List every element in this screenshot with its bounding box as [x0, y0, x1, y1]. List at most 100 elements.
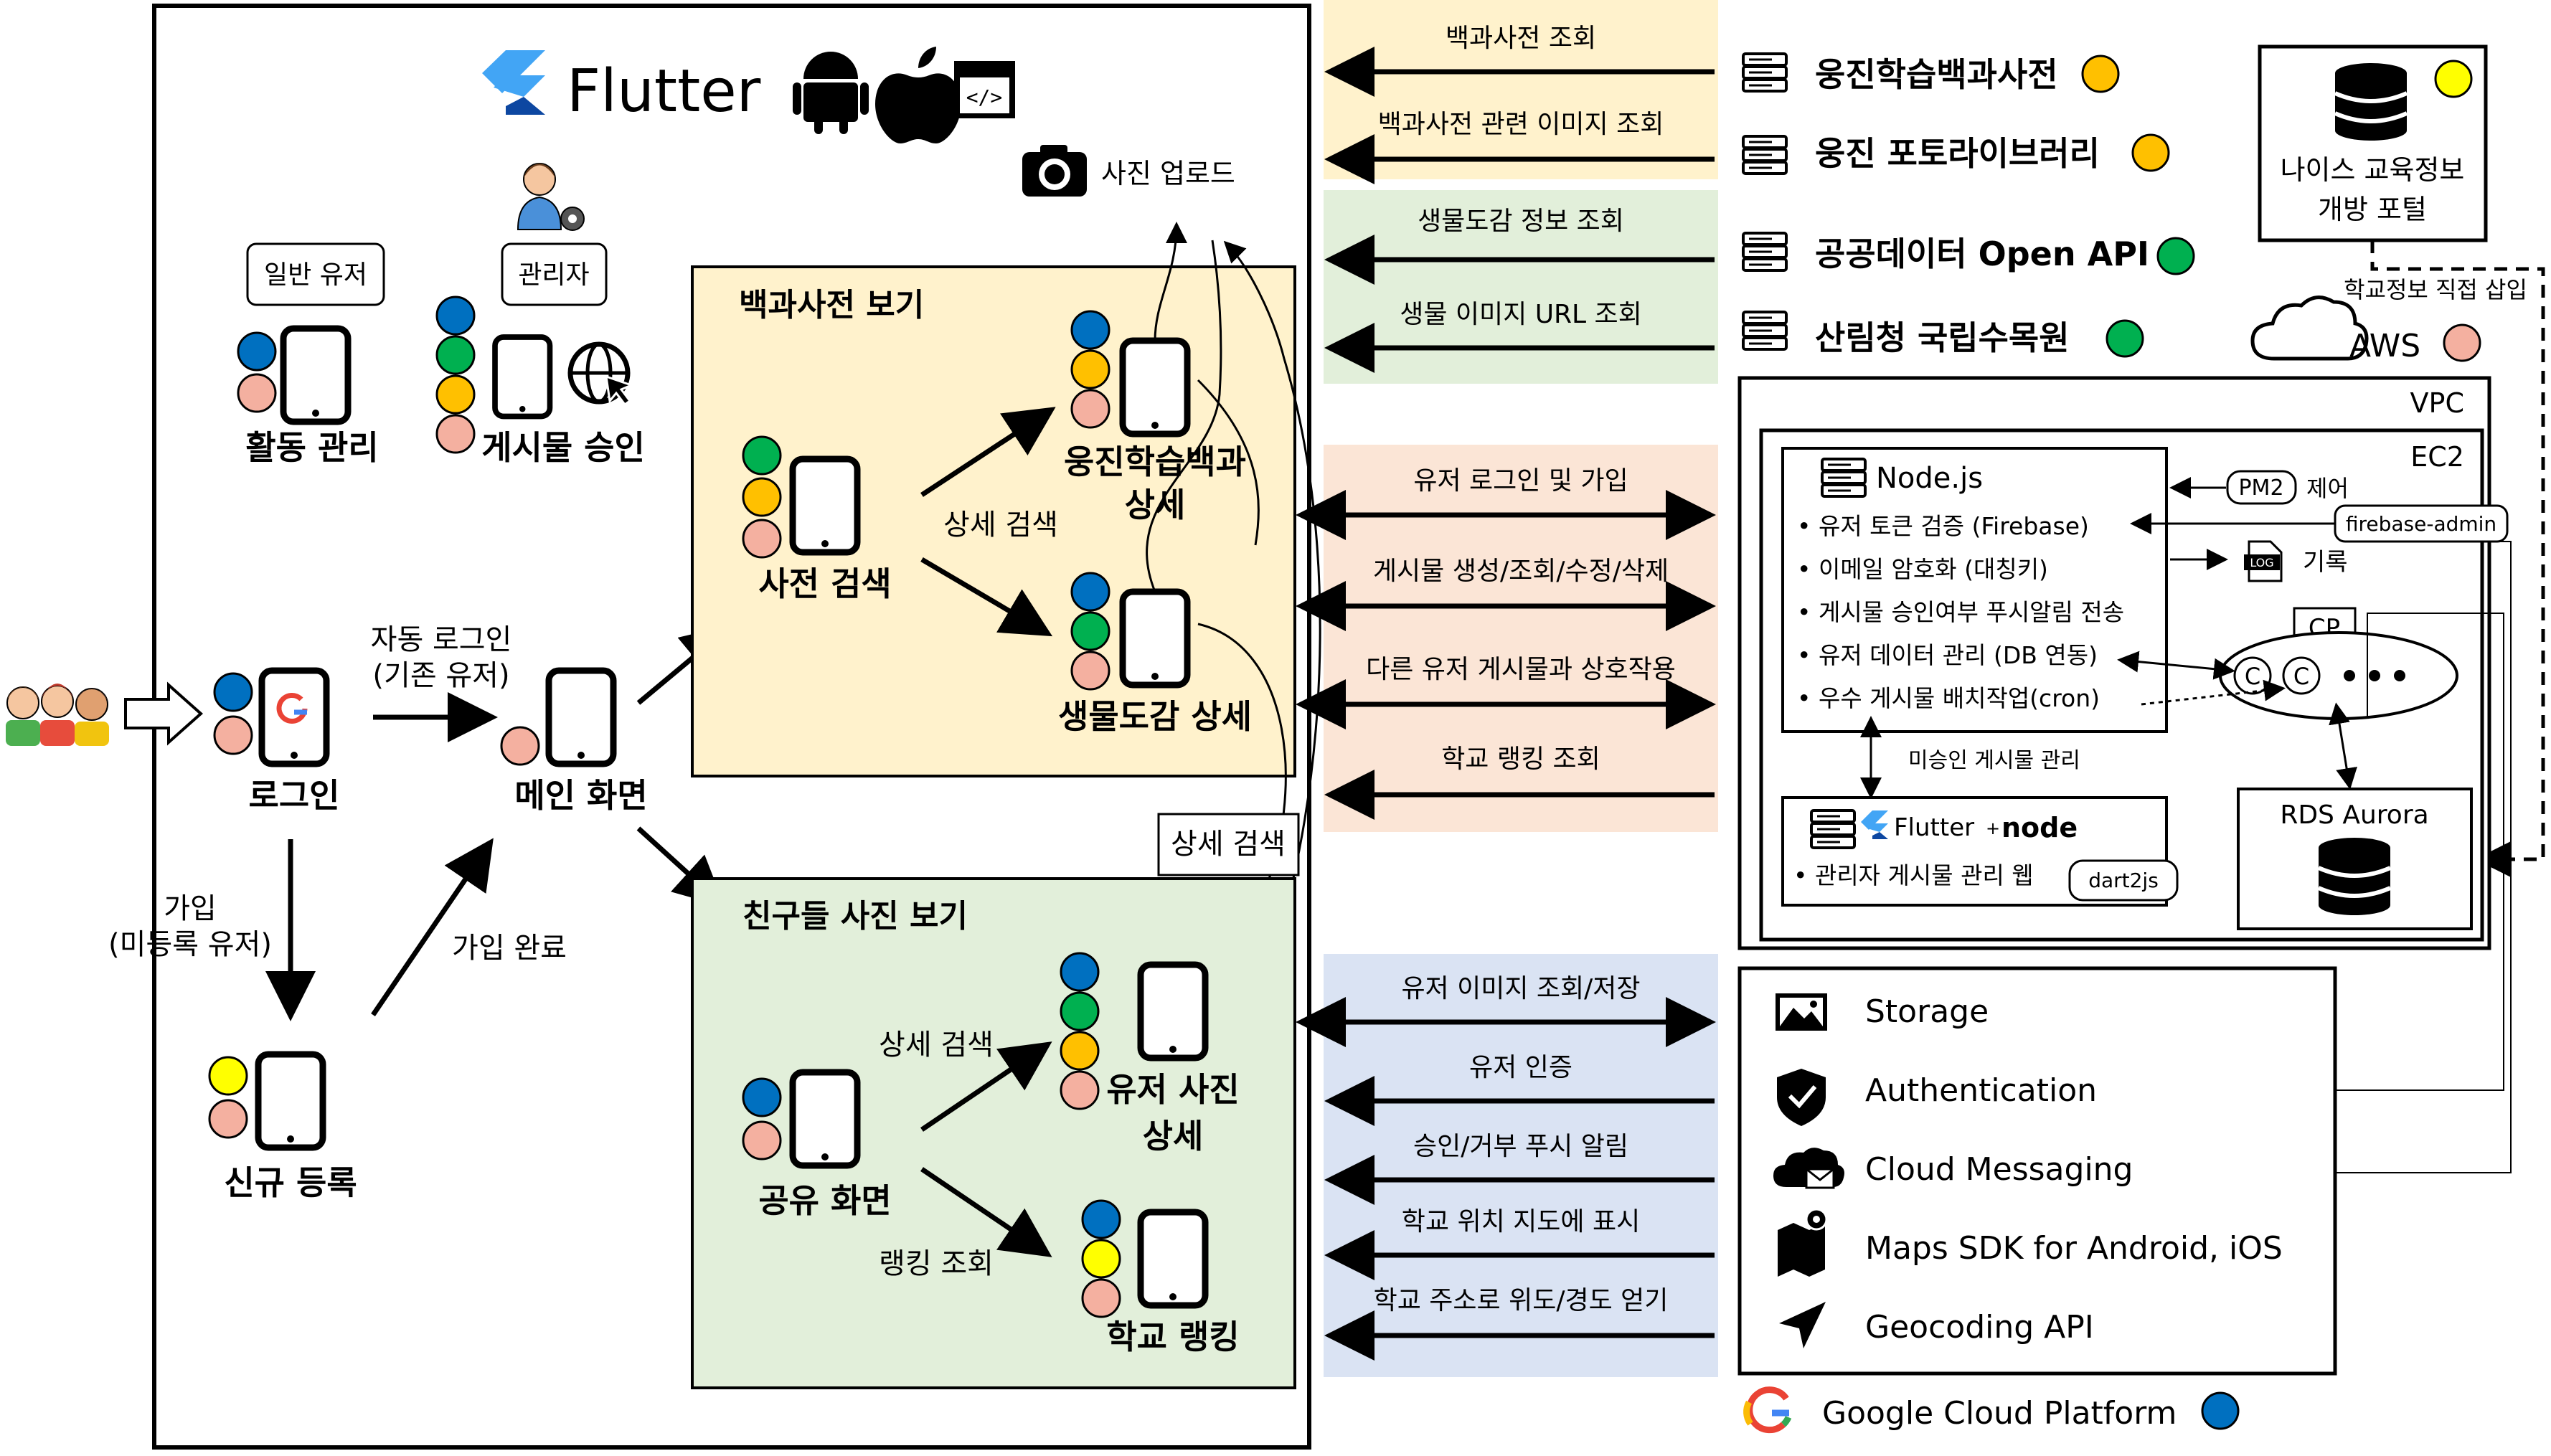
activity-mgmt-label: 활동 관리 [245, 428, 378, 467]
general-user-box [246, 242, 385, 306]
school-insert-label: 학교정보 직접 삽입 [2344, 276, 2527, 303]
apple-icon [875, 47, 961, 143]
flow-label: 게시물 생성/조회/수정/삭제 [1373, 557, 1669, 586]
cloud-messaging-icon [1773, 1148, 1844, 1189]
pm2-badge [2226, 470, 2297, 505]
to-woongjin-arrow [920, 407, 1056, 497]
flow-label: 유저 이미지 조회/저장 [1401, 974, 1640, 1003]
aws-label: AWS [2349, 328, 2420, 364]
school-ranking-group [1081, 1199, 1205, 1318]
to-userphoto-arrow [920, 1041, 1052, 1132]
enc-detail-search-label: 상세 검색 [943, 509, 1058, 542]
woongjin-detail-group [1070, 310, 1187, 434]
unapproved-label: 미승인 게시물 관리 [1908, 748, 2080, 773]
admin-web-label: • 관리자 게시물 관리 웹 [1793, 861, 2034, 889]
new-register-label: 신규 등록 [224, 1163, 357, 1202]
flow-label: 백과사전 관련 이미지 조회 [1378, 110, 1664, 139]
node-item: • 이메일 암호화 (대칭키) [1797, 555, 2048, 583]
neis-dot [2434, 60, 2473, 98]
school-ranking-label: 학교 랭킹 [1106, 1318, 1239, 1356]
nodejs-label: Node.js [1876, 462, 1983, 495]
node-item: • 게시물 승인여부 푸시알림 전송 [1797, 598, 2124, 626]
image-icon [1776, 993, 1827, 1031]
login-label: 로그인 [249, 776, 340, 815]
neis-line1: 나이스 교육정보 [2281, 154, 2465, 186]
cron-dotted-arrow [2141, 679, 2286, 706]
firebase-admin-label: firebase-admin [2346, 512, 2496, 536]
source-dot [2156, 237, 2195, 275]
rds-label: RDS Aurora [2280, 800, 2428, 830]
hollow-arrow [124, 681, 204, 746]
friends-detail-search-label: 상세 검색 [879, 1029, 994, 1062]
detail-search-box-label: 상세 검색 [1171, 828, 1286, 861]
share-screen-group [742, 1072, 857, 1166]
server-icon [1821, 458, 1867, 498]
dot-icon [2369, 670, 2380, 681]
flow-label: 학교 위치 지도에 표시 [1402, 1207, 1640, 1237]
database-icon [2335, 63, 2407, 141]
map-icon [1778, 1208, 1828, 1277]
flutter-small-label: Flutter [1894, 813, 1974, 842]
friends-title: 친구들 사진 보기 [742, 898, 968, 935]
signup-label: 가입 [164, 892, 217, 925]
to-bio-arrow [920, 557, 1053, 637]
aws-dot [2443, 323, 2481, 362]
neis-line2: 개방 포털 [2318, 194, 2427, 225]
connection-icon [2282, 656, 2321, 695]
signup-sub: (미등록 유저) [108, 928, 272, 961]
google-logo-icon [1743, 1386, 1792, 1434]
flutter-label: Flutter [567, 57, 761, 126]
ec2-auth-line [2116, 613, 2504, 1091]
gcp-item: Cloud Messaging [1865, 1151, 2133, 1188]
gcp-item: Geocoding API [1865, 1309, 2094, 1346]
source-dot [2081, 55, 2120, 93]
flow-label: 생물 이미지 URL 조회 [1400, 300, 1642, 329]
server-icon [1742, 232, 1788, 272]
log-label: 기록 [2303, 548, 2348, 577]
source-label: 웅진 포토라이브러리 [1815, 134, 2100, 173]
vpc-label: VPC [2410, 387, 2464, 419]
to-ranking-arrow [920, 1167, 1052, 1257]
flutter-logo-icon [482, 50, 545, 115]
cloud-icon [2250, 296, 2369, 361]
flutter-logo-small-icon [1861, 810, 1888, 839]
login-group [213, 671, 326, 764]
woongjin-detail-label-2: 상세 [1125, 486, 1186, 524]
dot-icon [2394, 670, 2405, 681]
flow-group-2 [1324, 190, 1718, 384]
post-approval-label: 게시물 승인 [481, 428, 645, 467]
server-icon [1742, 135, 1788, 175]
gcp-item: Storage [1865, 993, 1989, 1030]
globe-cursor-icon [567, 341, 635, 407]
log-icon: LOG [2244, 540, 2283, 582]
pm2-ctrl-label: 제어 [2306, 475, 2349, 502]
user-photo-group [1060, 952, 1205, 1110]
flow-label: 다른 유저 게시물과 상호작용 [1366, 655, 1676, 684]
flow-group-3 [1324, 445, 1718, 832]
users-group-icon [6, 684, 109, 746]
dart2js-badge [2068, 859, 2179, 902]
signup-done-label: 가입 완료 [452, 932, 567, 965]
source-label: 웅진학습백과사전 [1815, 55, 2058, 94]
main-screen-group [500, 671, 613, 765]
admin-avatar-icon [517, 163, 585, 231]
flow-group-1 [1324, 0, 1718, 179]
user-photo-label-2: 상세 [1143, 1117, 1204, 1155]
pool-rds-arrow [2329, 702, 2357, 790]
detail-search-box [1157, 813, 1300, 876]
flow-label: 생물도감 정보 조회 [1418, 207, 1624, 236]
dict-search-group [742, 435, 857, 559]
google-g-icon [276, 692, 308, 724]
dot-icon [2344, 670, 2355, 681]
admin-label: 관리자 [518, 260, 589, 290]
bio-detail-group [1070, 572, 1187, 691]
friends-box [691, 877, 1296, 1389]
node-logo-label: node [2001, 812, 2078, 843]
gcp-dot [2201, 1391, 2240, 1430]
activity-mgmt-group [237, 328, 348, 422]
bio-detail-label: 생물도감 상세 [1058, 697, 1252, 736]
auto-login-sub: (기존 유저) [372, 659, 509, 692]
source-label: 공공데이터 Open API [1815, 235, 2149, 273]
node-item: • 유저 데이터 관리 (DB 연동) [1797, 641, 2098, 669]
